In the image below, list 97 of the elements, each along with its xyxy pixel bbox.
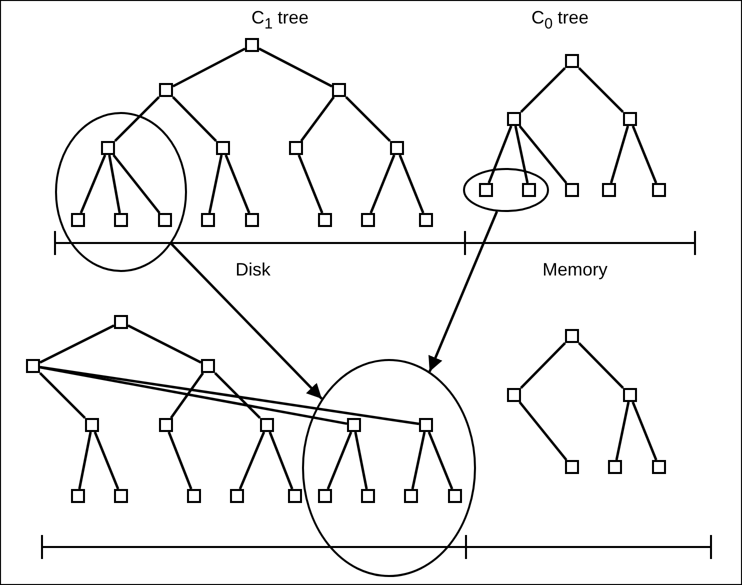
- connector-line: [172, 48, 246, 88]
- connector-line: [298, 154, 324, 214]
- tree-node-box: [158, 213, 172, 227]
- tree-node-box: [361, 489, 375, 503]
- tree-node-box: [288, 489, 302, 503]
- tree-node-box: [479, 183, 493, 197]
- tree-node-box: [390, 141, 404, 155]
- tree-node-box: [159, 83, 173, 97]
- connector-line: [170, 372, 204, 419]
- tree-node-box: [652, 183, 666, 197]
- tree-node-box: [361, 213, 375, 227]
- connector-line: [632, 126, 658, 184]
- connector-line: [520, 342, 566, 389]
- connector-line: [112, 154, 160, 214]
- connector-line: [108, 154, 121, 214]
- connector-line: [238, 432, 266, 490]
- connector-line: [632, 402, 658, 460]
- tree-node-box: [26, 359, 40, 373]
- tree-node-box: [201, 359, 215, 373]
- connector-line: [39, 372, 86, 419]
- tree-node-box: [260, 418, 274, 432]
- connector-line: [208, 154, 223, 214]
- tree-node-box: [318, 489, 332, 503]
- tree-node-box: [332, 83, 346, 97]
- tree-node-box: [114, 489, 128, 503]
- tree-node-box: [318, 213, 332, 227]
- connector-line: [370, 154, 396, 214]
- tree-node-box: [85, 418, 99, 432]
- connector-line: [94, 432, 120, 490]
- connector-line: [168, 432, 192, 490]
- tree-node-box: [404, 489, 418, 503]
- region-label: Disk: [236, 260, 270, 280]
- tree-node-box: [565, 183, 579, 197]
- tree-node-box: [201, 213, 215, 227]
- tree-title: C$_{1}$ tree: [251, 8, 309, 32]
- tree-node-box: [419, 418, 433, 432]
- connector-line: [224, 154, 250, 214]
- tree-node-box: [245, 38, 259, 52]
- selection-ellipse: [55, 112, 187, 272]
- tree-node-box: [565, 329, 579, 343]
- connector-line: [300, 96, 335, 142]
- connector-line: [398, 154, 424, 214]
- arrow: [428, 211, 498, 372]
- tree-node-box: [230, 489, 244, 503]
- connector-line: [127, 324, 202, 364]
- tree-node-box: [507, 112, 521, 126]
- tree-node-box: [216, 141, 230, 155]
- connector-line: [578, 342, 624, 389]
- connector-line: [488, 126, 512, 184]
- tree-node-box: [71, 213, 85, 227]
- tree-node-box: [522, 183, 536, 197]
- connector-line: [578, 67, 624, 113]
- tree-node-box: [101, 141, 115, 155]
- tree-title: C$_{0}$ tree: [531, 8, 589, 32]
- connector-line: [345, 96, 391, 142]
- tree-node-box: [608, 460, 622, 474]
- tree-node-box: [602, 183, 616, 197]
- selection-ellipse: [463, 168, 549, 212]
- tree-node-box: [159, 418, 173, 432]
- tree-node-box: [245, 213, 259, 227]
- connector-line: [214, 372, 261, 419]
- connector-line: [78, 432, 92, 490]
- tree-node-box: [187, 489, 201, 503]
- connector-line: [114, 96, 160, 142]
- tree-node-box: [448, 489, 462, 503]
- connector-line: [40, 366, 420, 426]
- tree-node-box: [565, 54, 579, 68]
- tree-node-box: [419, 213, 433, 227]
- tree-node-box: [347, 418, 361, 432]
- selection-ellipse: [302, 359, 476, 577]
- connector-line: [411, 432, 426, 490]
- connector-line: [520, 67, 566, 113]
- connector-line: [172, 96, 217, 142]
- tree-node-box: [114, 213, 128, 227]
- connector-line: [610, 126, 630, 184]
- tree-node-box: [623, 112, 637, 126]
- region-label: Memory: [542, 260, 608, 280]
- connector-line: [39, 324, 115, 364]
- connector-line: [615, 402, 630, 460]
- arrow: [170, 242, 323, 400]
- connector-line: [268, 432, 294, 490]
- connector-line: [40, 366, 348, 425]
- tree-node-box: [623, 388, 637, 402]
- connector-line: [518, 401, 568, 461]
- connector-line: [518, 125, 568, 184]
- connector-line: [80, 154, 106, 214]
- connector-line: [326, 432, 352, 490]
- tree-node-box: [507, 388, 521, 402]
- connector-line: [258, 47, 333, 88]
- connector-line: [428, 432, 454, 490]
- tree-node-box: [565, 460, 579, 474]
- tree-node-box: [652, 460, 666, 474]
- connector-line: [514, 126, 529, 184]
- connector-line: [354, 432, 368, 490]
- tree-node-box: [289, 141, 303, 155]
- tree-node-box: [71, 489, 85, 503]
- tree-node-box: [114, 315, 128, 329]
